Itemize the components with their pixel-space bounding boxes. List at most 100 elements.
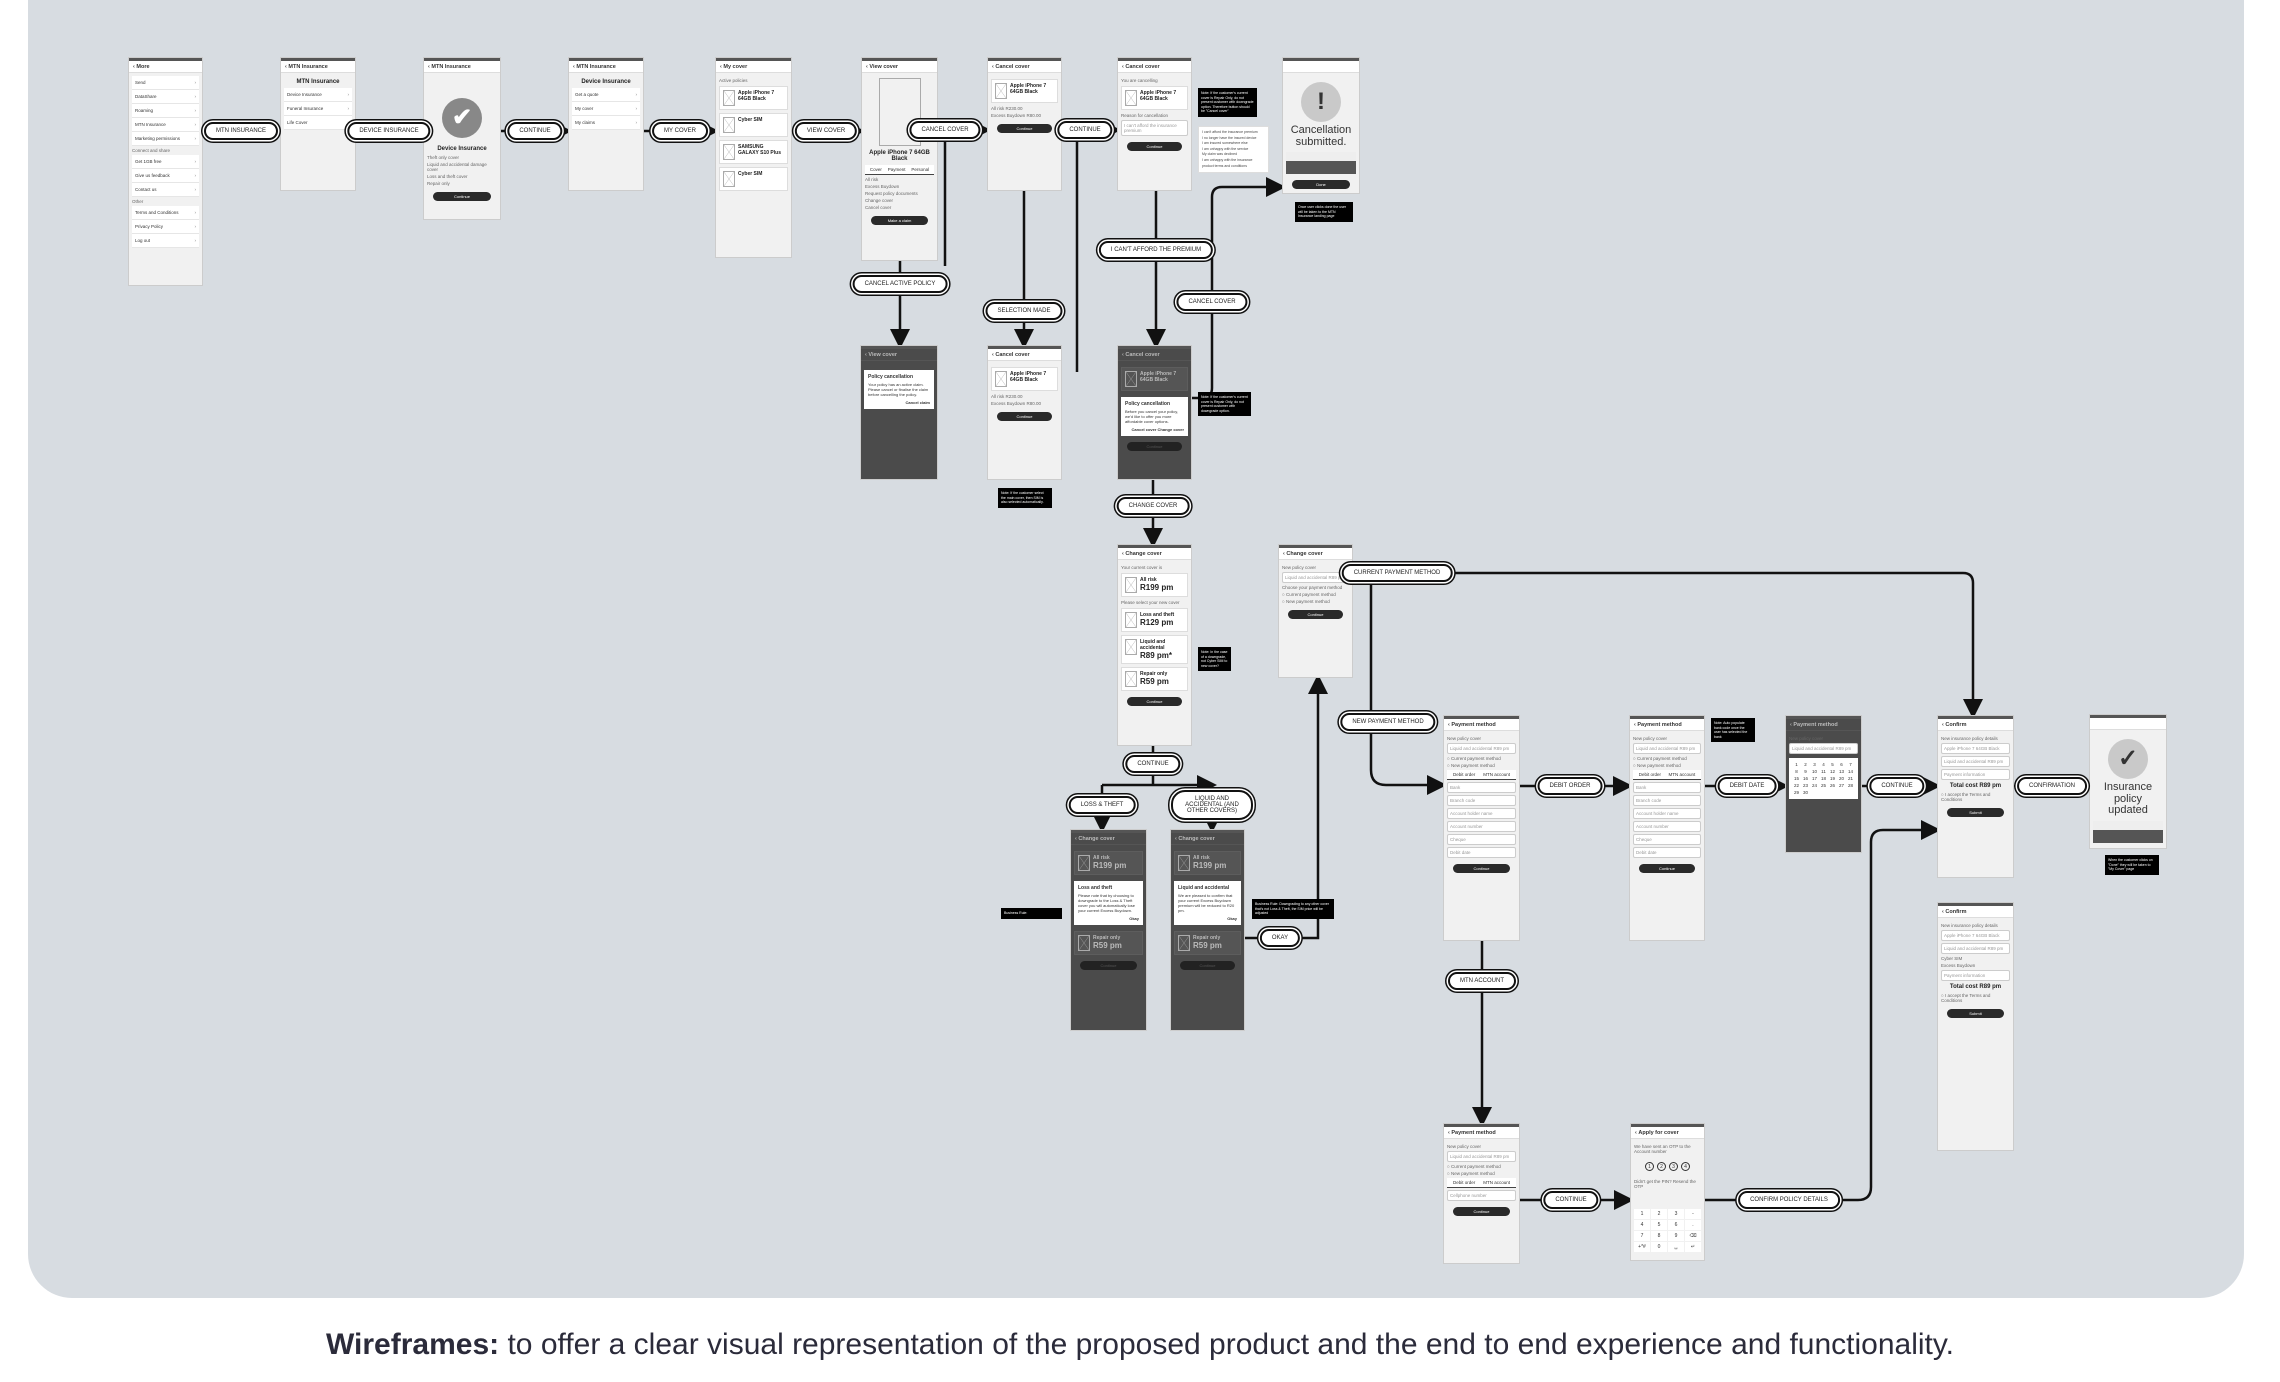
dropdown-option[interactable]: My claim was declined	[1202, 152, 1238, 157]
primary-button[interactable]: Continue	[1288, 610, 1343, 619]
policy-card[interactable]: SAMSUNG GALAXY S10 Plus	[719, 140, 788, 164]
input-field[interactable]: Account holder name	[1447, 808, 1516, 819]
primary-button[interactable]: Continue	[997, 124, 1052, 133]
menu-item[interactable]: DataShare	[132, 90, 199, 104]
calendar-day[interactable]: 1	[1795, 762, 1798, 767]
input-field[interactable]: Debit date	[1633, 847, 1701, 858]
tab[interactable]: Debit order	[1452, 1180, 1476, 1185]
input-field[interactable]: Payment information	[1941, 769, 2010, 780]
back-chevron-icon[interactable]: ‹	[573, 63, 577, 70]
tab[interactable]: Payment	[887, 167, 906, 172]
primary-button[interactable]: Continue	[1127, 142, 1182, 151]
input-field[interactable]: Account number	[1447, 821, 1516, 832]
back-chevron-icon[interactable]: ‹	[1283, 550, 1287, 557]
input-field[interactable]: Liquid and accidental R89 pm	[1789, 743, 1858, 754]
dropdown-option[interactable]: I am unhappy with the service	[1202, 146, 1249, 151]
policy-card[interactable]: Apple iPhone 7 64GB Black	[719, 86, 788, 110]
menu-item[interactable]: My claims	[572, 116, 640, 130]
menu-item[interactable]: Get a quote	[572, 88, 640, 102]
calendar-day[interactable]: 23	[1802, 783, 1808, 788]
radio-option[interactable]: I accept the Terms and Conditions	[1941, 993, 2010, 1003]
calendar-day[interactable]: 17	[1811, 776, 1817, 781]
keypad-key[interactable]: ␣	[1668, 1242, 1684, 1252]
calendar-day[interactable]: 19	[1829, 776, 1835, 781]
calendar-day[interactable]: 24	[1811, 783, 1817, 788]
radio-option[interactable]: I accept the Terms and Conditions	[1941, 792, 2010, 802]
calendar-day[interactable]: 13	[1838, 769, 1844, 774]
input-field[interactable]: Branch code	[1633, 795, 1701, 806]
tab[interactable]: Debit order	[1452, 772, 1476, 777]
input-field[interactable]: Liquid and accidental R89 pm	[1633, 743, 1701, 754]
radio-option[interactable]: Current payment method	[1447, 1164, 1516, 1169]
menu-item[interactable]: Log out	[132, 234, 199, 248]
input-field[interactable]: Bank	[1633, 782, 1701, 793]
menu-item[interactable]: My cover	[572, 102, 640, 116]
policy-card[interactable]: Apple iPhone 7 64GB Black	[991, 367, 1058, 391]
input-field[interactable]: Liquid and accidental R89 pm	[1282, 572, 1349, 583]
back-chevron-icon[interactable]: ‹	[992, 351, 996, 358]
radio-option[interactable]: New payment method	[1447, 1171, 1516, 1176]
input-field[interactable]: I can't afford the insurance premium	[1121, 120, 1188, 136]
back-chevron-icon[interactable]: ‹	[1790, 721, 1794, 728]
tab[interactable]: Debit order	[1638, 772, 1661, 777]
primary-button[interactable]: Continue	[1180, 961, 1235, 970]
back-chevron-icon[interactable]: ‹	[285, 63, 289, 70]
input-field[interactable]: Liquid and accidental R89 pm	[1941, 943, 2010, 954]
modal-action[interactable]: Okay	[1227, 916, 1237, 921]
radio-option[interactable]: New payment method	[1633, 763, 1701, 768]
keypad-key[interactable]: 0	[1651, 1242, 1667, 1252]
back-chevron-icon[interactable]: ‹	[1122, 351, 1126, 358]
calendar-day[interactable]: 16	[1802, 776, 1808, 781]
calendar-day[interactable]: 7	[1849, 762, 1852, 767]
modal-action[interactable]: Cancel cover Change cover	[1131, 427, 1184, 432]
keypad-key[interactable]: 8	[1651, 1231, 1667, 1241]
primary-button[interactable]: Continue	[1127, 697, 1182, 706]
back-chevron-icon[interactable]: ‹	[1942, 721, 1946, 728]
keypad-key[interactable]: 3	[1668, 1209, 1684, 1219]
primary-button[interactable]: Continue	[1453, 864, 1510, 873]
primary-button[interactable]: Continue	[1127, 442, 1182, 451]
menu-item[interactable]: Terms and Conditions	[132, 206, 199, 220]
calendar-day[interactable]: 28	[1847, 783, 1853, 788]
input-field[interactable]: Account holder name	[1633, 808, 1701, 819]
radio-option[interactable]: New payment method	[1282, 599, 1349, 604]
menu-item[interactable]: Get 1GB free	[132, 155, 199, 169]
policy-card[interactable]: Apple iPhone 7 64GB Black	[991, 79, 1058, 103]
keypad-key[interactable]: 2	[1651, 1209, 1667, 1219]
back-chevron-icon[interactable]: ‹	[1942, 908, 1946, 915]
policy-card[interactable]: Apple iPhone 7 64GB Black	[1121, 86, 1188, 110]
back-chevron-icon[interactable]: ‹	[1448, 1129, 1452, 1136]
back-chevron-icon[interactable]: ‹	[133, 63, 137, 70]
menu-item[interactable]: Privacy Policy	[132, 220, 199, 234]
keypad-key[interactable]: 5	[1651, 1220, 1667, 1230]
otp-digit[interactable]: 4	[1681, 1162, 1690, 1171]
calendar-day[interactable]: 3	[1813, 762, 1816, 767]
tab[interactable]: MTN account	[1483, 1180, 1510, 1185]
calendar-day[interactable]: 5	[1831, 762, 1834, 767]
tab[interactable]: Personal	[911, 167, 930, 172]
primary-button[interactable]: Done	[1292, 180, 1350, 190]
otp-digit[interactable]: 3	[1669, 1162, 1678, 1171]
calendar-day[interactable]: 10	[1811, 769, 1817, 774]
back-chevron-icon[interactable]: ‹	[866, 63, 870, 70]
calendar-day[interactable]: 27	[1838, 783, 1844, 788]
keypad-key[interactable]: 9	[1668, 1231, 1684, 1241]
input-field[interactable]: Cheque	[1633, 834, 1701, 845]
input-field[interactable]: Apple iPhone 7 64GB Black	[1941, 743, 2010, 754]
modal-action[interactable]: Cancel claim	[905, 400, 930, 405]
menu-item[interactable]: Marketing permissions	[132, 132, 199, 146]
input-field[interactable]: Cheque	[1447, 834, 1516, 845]
back-chevron-icon[interactable]: ‹	[1175, 835, 1179, 842]
radio-option[interactable]: Current payment method	[1447, 756, 1516, 761]
calendar-day[interactable]: 15	[1793, 776, 1799, 781]
tab[interactable]: MTN account	[1483, 772, 1510, 777]
keypad-key[interactable]: +*#	[1634, 1242, 1650, 1252]
input-field[interactable]: Liquid and accidental R89 pm	[1447, 1151, 1516, 1162]
